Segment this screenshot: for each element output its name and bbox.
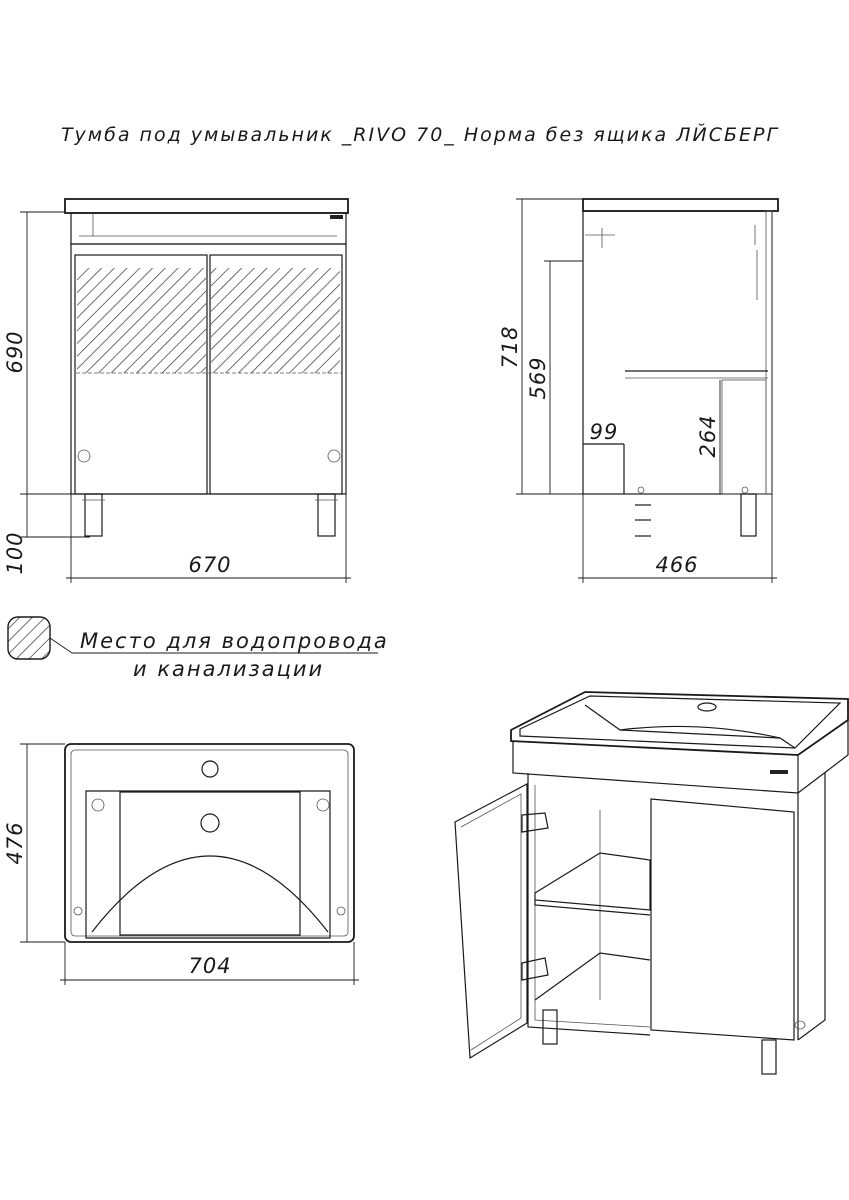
- front-legs-label: 100: [3, 531, 27, 574]
- front-width-label: 670: [188, 553, 231, 577]
- front-height-label: 690: [3, 330, 27, 373]
- legend-line2: и канализации: [133, 657, 324, 681]
- front-view: [20, 198, 351, 583]
- side-depth-label: 466: [655, 553, 698, 577]
- drawing-title: Тумба под умывальник _RIVO 70_ Норма без…: [61, 123, 779, 146]
- top-width-label: 704: [188, 954, 231, 978]
- legend-line1: Место для водопровода: [80, 629, 389, 653]
- top-depth-label: 476: [3, 821, 27, 864]
- side-shelf-label: 264: [696, 414, 720, 457]
- top-view: [20, 743, 359, 985]
- side-plinth-label: 99: [590, 420, 619, 444]
- isometric-view: [454, 691, 849, 1075]
- side-inner-height-label: 569: [526, 356, 550, 399]
- legend-symbol: [7, 616, 378, 660]
- side-height-label: 718: [498, 325, 522, 368]
- side-view: [516, 198, 779, 583]
